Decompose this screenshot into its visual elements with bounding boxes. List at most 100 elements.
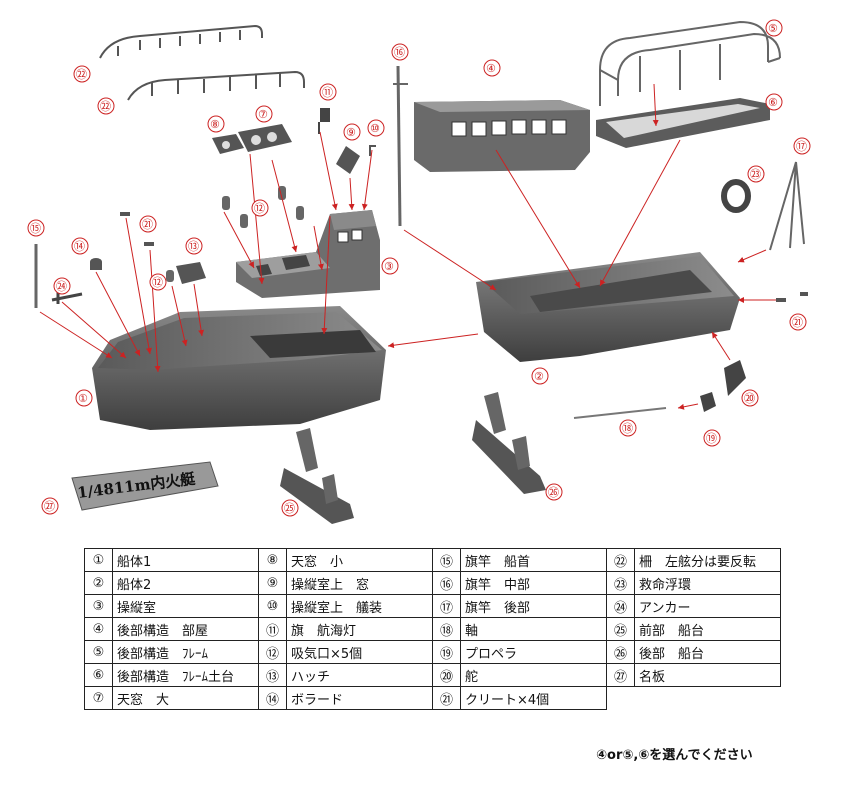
callout-5: ⑤ <box>765 19 783 37</box>
part-number: ② <box>84 571 113 595</box>
part-number: ㉒ <box>606 548 635 572</box>
part-number: ⑨ <box>258 571 287 595</box>
callout-ring <box>207 115 225 133</box>
callout-26: ㉖ <box>545 483 563 501</box>
callout-19: ⑲ <box>703 429 721 447</box>
part-name: 天窓 小 <box>286 548 433 572</box>
part-number: ㉓ <box>606 571 635 595</box>
part-name: 柵 左舷分は要反転 <box>634 548 781 572</box>
nameplate-part-27: 1/4811m内火艇 <box>71 461 219 511</box>
part-number: ⑳ <box>432 663 461 687</box>
callout-1: ① <box>75 389 93 407</box>
callout-number: ⑪ <box>322 86 333 99</box>
part-number: ⑯ <box>432 571 461 595</box>
part-number: ⑪ <box>258 617 287 641</box>
callout-ring <box>27 219 45 237</box>
callout-ring <box>97 97 115 115</box>
callout-number: ⑩ <box>370 122 380 135</box>
part-number: ⑮ <box>432 548 461 572</box>
callout-number: ⑧ <box>210 118 220 131</box>
bridge-fitting-part-10 <box>369 145 376 156</box>
assembly-lines <box>39 83 776 410</box>
callout-ring <box>251 199 269 217</box>
callout-ring <box>53 277 71 295</box>
part-number: ④ <box>84 617 113 641</box>
callout-6: ⑥ <box>765 93 783 111</box>
callout-7: ⑦ <box>255 105 273 123</box>
lifebuoy-part-23 <box>721 179 751 213</box>
flag-light-part-11 <box>318 108 330 134</box>
callout-number: ⑱ <box>622 422 633 435</box>
callout-9: ⑨ <box>343 123 361 141</box>
part-number: ㉔ <box>606 594 635 618</box>
part-number: ③ <box>84 594 113 618</box>
callout-4: ④ <box>483 59 501 77</box>
part-number: ⑰ <box>432 594 461 618</box>
callout-24: ㉔ <box>53 277 71 295</box>
railing-part-22-lower <box>127 70 305 101</box>
callout-21b: ㉑ <box>789 313 807 331</box>
callout-number: ⑫ <box>254 202 265 215</box>
callout-number: ㉖ <box>548 486 559 499</box>
part-name: 天窓 大 <box>112 686 259 710</box>
callout-ring <box>319 83 337 101</box>
callout-ring <box>789 313 807 331</box>
callout-11: ⑪ <box>319 83 337 101</box>
rear-cabin-part-4 <box>414 100 590 172</box>
callout-ring <box>619 419 637 437</box>
callout-number: ㉑ <box>792 316 803 329</box>
part-name: 操縦室 <box>112 594 259 618</box>
part-name: 前部 船台 <box>634 617 781 641</box>
callout-number: ⑳ <box>744 392 755 405</box>
callout-ring <box>139 215 157 233</box>
callout-number: ⑲ <box>706 432 717 445</box>
callout-3: ③ <box>381 257 399 275</box>
part-number: ⑩ <box>258 594 287 618</box>
part-name: ボラード <box>286 686 433 710</box>
part-name: クリート×4個 <box>460 686 607 710</box>
callout-ring <box>281 499 299 517</box>
callout-ring <box>185 237 203 255</box>
callout-number: ⑯ <box>394 46 405 59</box>
part-name: 旗竿 後部 <box>460 594 607 618</box>
callout-number: ⑨ <box>346 126 356 139</box>
callout-ring <box>793 137 811 155</box>
propeller-part-19 <box>700 392 716 412</box>
part-name: 旗竿 船首 <box>460 548 607 572</box>
callout-22b: ㉒ <box>97 97 115 115</box>
hull-front-part-1 <box>92 306 386 430</box>
mast-mid-part-16 <box>393 65 408 227</box>
callout-ring <box>545 483 563 501</box>
callout-number: ㉕ <box>284 502 295 515</box>
callout-number: ㉓ <box>750 168 761 181</box>
bollard-part-14 <box>90 258 102 270</box>
callout-12a: ⑫ <box>251 199 269 217</box>
callout-number: ㉗ <box>44 500 55 513</box>
callout-number: ⑦ <box>258 108 268 121</box>
part-number: ⑦ <box>84 686 113 710</box>
callout-number: ㉒ <box>76 68 87 81</box>
part-number: ㉖ <box>606 640 635 664</box>
callout-8: ⑧ <box>207 115 225 133</box>
callout-ring <box>741 389 759 407</box>
part-name: 軸 <box>460 617 607 641</box>
callout-number: ⑥ <box>768 96 778 109</box>
front-stand-part-25 <box>280 428 354 524</box>
part-name: 後部構造 ﾌﾚｰﾑ土台 <box>112 663 259 687</box>
callout-27: ㉗ <box>41 497 59 515</box>
callout-ring <box>531 367 549 385</box>
callout-ring <box>381 257 399 275</box>
callout-10: ⑩ <box>367 119 385 137</box>
callout-ring <box>41 497 59 515</box>
callout-ring <box>255 105 273 123</box>
cleats-part-21 <box>120 212 808 302</box>
callout-17: ⑰ <box>793 137 811 155</box>
callout-22a: ㉒ <box>73 65 91 83</box>
callout-number: ⑤ <box>768 22 778 35</box>
empty-cell <box>607 687 635 710</box>
